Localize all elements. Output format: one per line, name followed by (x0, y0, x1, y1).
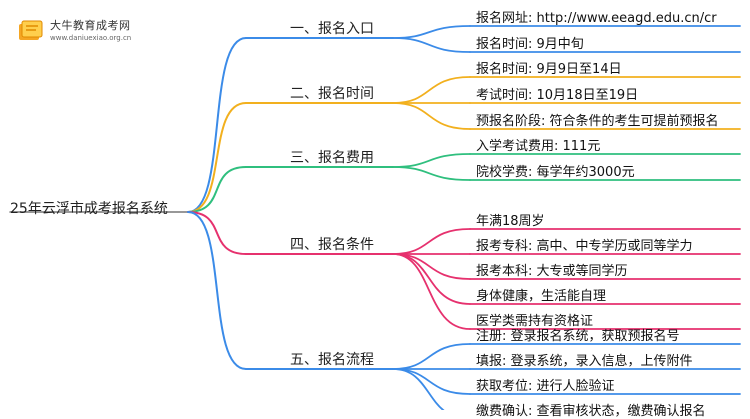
leaf-label-2-2: 考试时间: 10月18日至19日 (476, 88, 639, 103)
leaf-connector-3-1 (392, 153, 471, 168)
leaf-label-4-2: 报考专科: 高中、中专学历或同等学力 (476, 239, 693, 254)
branch-connector-4 (187, 211, 247, 255)
branch-connector-2 (187, 102, 247, 213)
leaf-connector-1-2 (392, 37, 471, 53)
leaf-connector-3-2 (392, 166, 471, 181)
mindmap-connectors (9, 25, 741, 410)
leaf-connector-4-3 (392, 253, 471, 280)
branch-connector-1 (187, 37, 247, 213)
branch-connector-5 (187, 211, 247, 370)
leaf-label-4-5: 医学类需持有资格证 (476, 314, 594, 329)
leaf-label-1-1: 报名网址: http://www.eeagd.edu.cn/cr (476, 11, 717, 26)
logo-title: 大牛教育成考网 (50, 19, 131, 32)
leaf-connector-2-1 (392, 76, 471, 104)
leaf-label-5-3: 获取考位: 进行人脸验证 (476, 379, 615, 394)
site-logo: 大牛教育成考网 www.daniuexiao.org.cn (10, 14, 140, 50)
leaf-connector-4-5 (392, 253, 471, 330)
leaf-label-4-4: 身体健康，生活能自理 (476, 289, 607, 304)
leaf-label-2-3: 预报名阶段: 符合条件的考生可提前预报名 (476, 114, 719, 129)
logo-url: www.daniuexiao.org.cn (50, 34, 132, 42)
leaf-label-5-1: 注册: 登录报名系统，获取预报名号 (476, 329, 680, 344)
branch-label-5: 五、报名流程 (290, 352, 374, 368)
leaf-label-3-2: 院校学费: 每学年约3000元 (476, 165, 635, 180)
leaf-connector-4-1 (392, 228, 471, 255)
branch-label-1: 一、报名入口 (290, 21, 374, 37)
branch-label-4: 四、报名条件 (290, 237, 374, 253)
leaf-connector-5-3 (392, 368, 471, 395)
leaf-connector-1-1 (392, 25, 471, 39)
leaf-connector-5-1 (392, 343, 471, 370)
leaf-label-1-2: 报名时间: 9月中旬 (476, 37, 584, 52)
leaf-label-5-2: 填报: 登录系统，录入信息，上传附件 (476, 354, 693, 369)
leaf-label-4-3: 报考本科: 大专或等同学历 (476, 264, 628, 279)
leaf-connector-2-3 (392, 102, 471, 130)
branch-label-3: 三、报名费用 (290, 150, 374, 166)
leaf-label-2-1: 报名时间: 9月9日至14日 (476, 62, 622, 77)
leaf-label-4-1: 年满18周岁 (476, 214, 545, 229)
branch-label-2: 二、报名时间 (290, 86, 374, 102)
root-node: 25年云浮市成考报名系统 (10, 201, 168, 217)
book-logo-icon (19, 20, 43, 40)
branch-connector-3 (187, 166, 247, 213)
leaf-connector-5-4 (392, 368, 445, 410)
leaf-label-3-1: 入学考试费用: 111元 (476, 139, 601, 154)
